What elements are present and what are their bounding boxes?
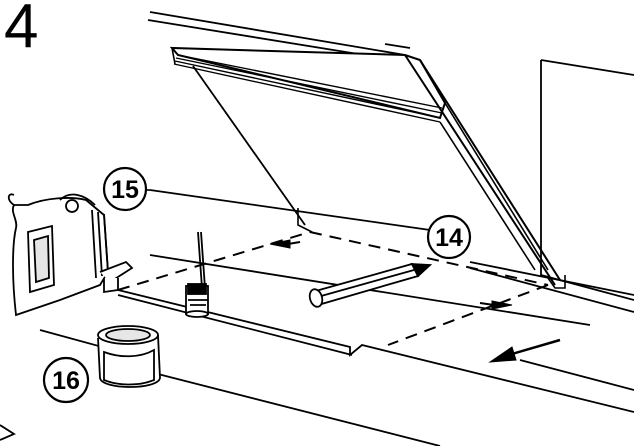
callout-14-label: 14 [435, 224, 463, 252]
arrow-right [479, 300, 513, 310]
callout-16-label: 16 [52, 367, 80, 395]
arrow-forward [488, 338, 561, 363]
callout-16: 16 [42, 356, 90, 404]
wall-lines [147, 11, 634, 301]
cut-outline [117, 231, 549, 346]
staple-gun-icon [7, 193, 134, 317]
callout-15-label: 15 [111, 176, 139, 204]
raised-panel [169, 46, 566, 289]
arrow-left [269, 239, 301, 249]
panel-top-rail [169, 46, 447, 120]
callout-15: 15 [102, 166, 150, 212]
pencil-icon [308, 262, 433, 308]
callout-14: 14 [426, 214, 472, 260]
glue-bottle-icon [185, 231, 209, 318]
tape-roll-icon [97, 325, 161, 388]
step-number: 4 [4, 0, 39, 61]
